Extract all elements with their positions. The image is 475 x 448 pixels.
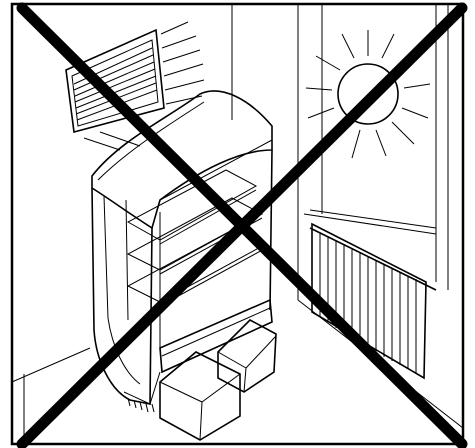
wall-vent: [65, 21, 205, 151]
box-back: [217, 319, 277, 393]
radiator: [309, 222, 437, 380]
sun-icon: [305, 30, 431, 159]
diagram-frame: [10, 2, 465, 446]
box-front: [159, 351, 241, 441]
prohibition-cross-icon: [16, 2, 468, 448]
window: [303, 4, 449, 290]
